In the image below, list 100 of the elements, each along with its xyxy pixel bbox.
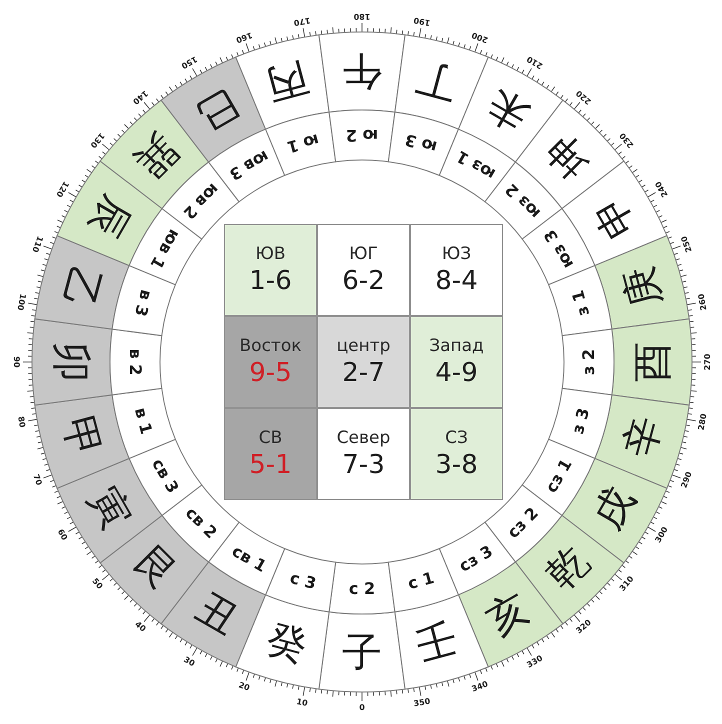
table-cell <box>410 224 503 316</box>
sector-label: юз 1 <box>454 148 498 183</box>
table-cell <box>317 408 410 500</box>
chinese-character: 午 <box>342 51 382 91</box>
direction-label: СЗ <box>445 428 468 448</box>
table-cell <box>317 316 410 408</box>
sector-label: сз 3 <box>456 542 495 574</box>
direction-label: ЮВ <box>255 244 286 264</box>
number-pair: 5-1 <box>249 450 292 480</box>
chinese-character: 卯 <box>51 342 91 382</box>
sector-label: сз 1 <box>542 456 574 495</box>
chinese-character: 未 <box>480 82 535 138</box>
sector-label: с 2 <box>348 581 376 597</box>
degree-label: 280 <box>697 413 708 431</box>
sector-label: юв 1 <box>148 226 183 271</box>
degree-label: 60 <box>56 528 69 542</box>
chinese-character: 亥 <box>480 586 535 642</box>
sector-label: ю 1 <box>286 130 321 155</box>
chinese-character: 丁 <box>412 56 462 106</box>
degree-label: 10 <box>296 698 308 708</box>
chinese-character: 乙 <box>56 262 106 312</box>
degree-label: 50 <box>90 578 104 592</box>
degree-label: 190 <box>413 16 431 27</box>
table-cell <box>410 408 503 500</box>
chinese-character: 戌 <box>586 480 642 535</box>
chinese-character: 丙 <box>262 56 312 106</box>
ring-sector <box>387 111 460 177</box>
chinese-character: 申 <box>586 189 642 244</box>
chinese-character: 巳 <box>189 82 244 138</box>
chinese-character: 癸 <box>262 618 312 668</box>
degree-label: 0 <box>359 704 365 712</box>
chinese-character: 辛 <box>618 412 668 462</box>
degree-label: 20 <box>237 681 250 693</box>
sector-label: сз 2 <box>504 504 541 541</box>
table-cell <box>224 316 317 408</box>
table-cell <box>317 224 410 316</box>
chinese-character: 子 <box>342 633 382 673</box>
number-pair: 9-5 <box>249 358 292 388</box>
degree-label: 250 <box>680 234 694 253</box>
degree-label: 80 <box>16 416 26 428</box>
sector-label: юв 3 <box>226 148 271 183</box>
number-pair: 6-2 <box>342 266 385 296</box>
chinese-character: 辰 <box>82 189 138 244</box>
direction-label: ЮГ <box>349 244 378 264</box>
sector-label: с 1 <box>406 570 436 592</box>
number-pair: 4-9 <box>435 358 478 388</box>
degree-label: 270 <box>704 354 712 370</box>
degree-label: 350 <box>413 697 431 708</box>
direction-label: Восток <box>240 336 302 356</box>
chinese-character: 丑 <box>189 586 244 642</box>
sector-label: св 3 <box>149 456 182 496</box>
chinese-character: 庚 <box>618 262 668 312</box>
direction-label: Север <box>336 428 390 448</box>
ring-sector <box>438 128 517 203</box>
number-pair: 2-7 <box>342 358 385 388</box>
chinese-character: 酉 <box>633 342 673 382</box>
table-cell <box>410 316 503 408</box>
degree-label: 30 <box>182 655 196 668</box>
ring-sector <box>547 387 613 460</box>
degree-label: 40 <box>132 620 146 634</box>
sector-label: з 1 <box>570 288 592 318</box>
sector-label: в 3 <box>132 288 154 318</box>
number-pair: 3-8 <box>435 450 478 480</box>
degree-label: 290 <box>680 471 694 490</box>
number-pair: 8-4 <box>435 266 478 296</box>
sector-label: юз 3 <box>541 226 576 270</box>
degree-label: 160 <box>234 30 253 44</box>
direction-label: ЮЗ <box>442 244 472 264</box>
degree-label: 110 <box>30 234 44 253</box>
ring-sector <box>111 387 177 460</box>
degree-label: 340 <box>471 680 490 694</box>
chinese-character: 寅 <box>82 480 138 535</box>
direction-label: центр <box>336 336 390 356</box>
degree-label: 260 <box>697 292 708 311</box>
ring-sector <box>264 547 337 613</box>
chinese-character: 甲 <box>56 412 106 462</box>
degree-label: 330 <box>526 654 544 670</box>
sector-label: з 3 <box>570 406 592 436</box>
direction-label: Запад <box>429 336 484 356</box>
sector-label: св 1 <box>228 542 268 575</box>
number-pair: 1-6 <box>249 266 292 296</box>
sector-label: ю 2 <box>346 127 378 143</box>
degree-label: 170 <box>292 16 311 27</box>
sector-label: в 1 <box>132 406 154 436</box>
degree-label: 210 <box>526 54 544 70</box>
number-pair: 7-3 <box>342 450 385 480</box>
table-cell <box>224 224 317 316</box>
ring-sector <box>387 547 460 613</box>
degree-label: 100 <box>16 292 27 311</box>
direction-label: СВ <box>258 428 282 448</box>
degree-label: 70 <box>31 474 43 487</box>
table-cell <box>224 408 317 500</box>
chinese-character: 艮 <box>128 539 184 596</box>
degree-label: 180 <box>354 12 370 20</box>
sector-label: св 2 <box>183 504 220 541</box>
sector-label: с 3 <box>288 570 318 592</box>
degree-label: 200 <box>471 30 490 44</box>
degree-label: 150 <box>180 54 198 70</box>
sector-label: ю 3 <box>403 130 438 155</box>
chinese-character: 乾 <box>539 539 596 596</box>
